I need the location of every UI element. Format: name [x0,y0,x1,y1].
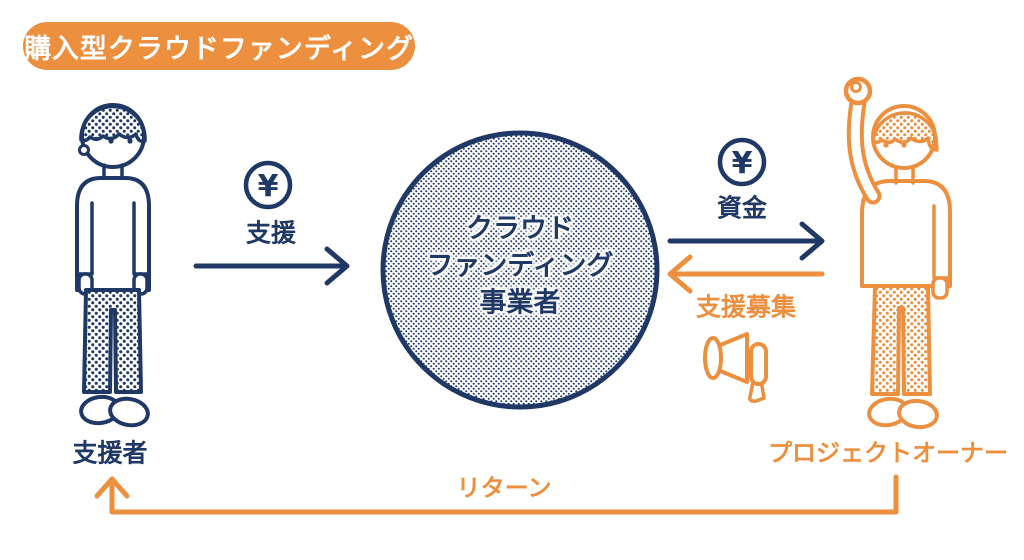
funds-arrow [667,221,825,261]
title-badge: 購入型クラウドファンディング [23,22,415,70]
yen-coin-icon: ¥ [243,160,293,210]
funds-flow-label: 資金 [716,193,768,223]
megaphone-icon [703,332,768,403]
yen-symbol: ¥ [258,169,279,204]
yen-symbol: ¥ [732,146,753,181]
title-badge-label: 購入型クラウドファンディング [23,33,415,65]
platform-circle-line3: 事業者 [479,287,561,319]
platform-circle [380,130,660,410]
support-arrow [193,246,350,286]
supporter-illustration [75,103,151,428]
return-arrow [94,474,899,515]
recruit-flow-label: 支援募集 [695,292,797,322]
supporter-label: 支援者 [72,438,148,468]
project-owner-illustration [843,76,952,430]
recruit-arrow [667,254,825,294]
return-flow-label: リターン [456,474,552,502]
support-flow-label: 支援 [245,218,297,248]
platform-circle-line1: クラウド [466,213,574,245]
platform-circle-line2: ファンディング [426,250,614,282]
project-owner-label: プロジェクトオーナー [768,439,1008,467]
platform-circle-label: クラウド ファンディング 事業者 [426,211,613,322]
yen-coin-icon: ¥ [717,137,767,187]
